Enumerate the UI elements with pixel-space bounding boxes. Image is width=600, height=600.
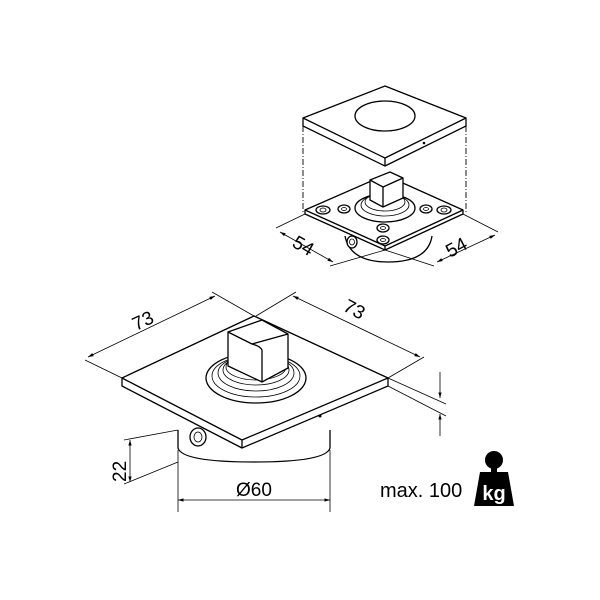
main-assembly: 73 73 22 Ø60 <box>84 291 447 512</box>
weight-icon: kg <box>474 451 514 506</box>
weight-unit: kg <box>482 483 505 505</box>
cover-opening <box>354 100 416 132</box>
max-load-label: max. 100 <box>380 480 463 502</box>
square-knob <box>227 319 289 383</box>
small-knob <box>369 171 404 208</box>
dim-diameter: Ø60 <box>236 480 272 501</box>
exploded-assembly: 54 54 <box>275 85 499 267</box>
screw-holes <box>315 204 452 245</box>
base-cylinder <box>177 430 331 463</box>
dim-plate-left: 73 <box>129 308 157 336</box>
dim-cover-right: 54 <box>442 234 471 263</box>
dim-height: 22 <box>110 461 131 482</box>
side-screw-hole <box>189 427 207 447</box>
dim-cover-left: 54 <box>289 232 318 261</box>
